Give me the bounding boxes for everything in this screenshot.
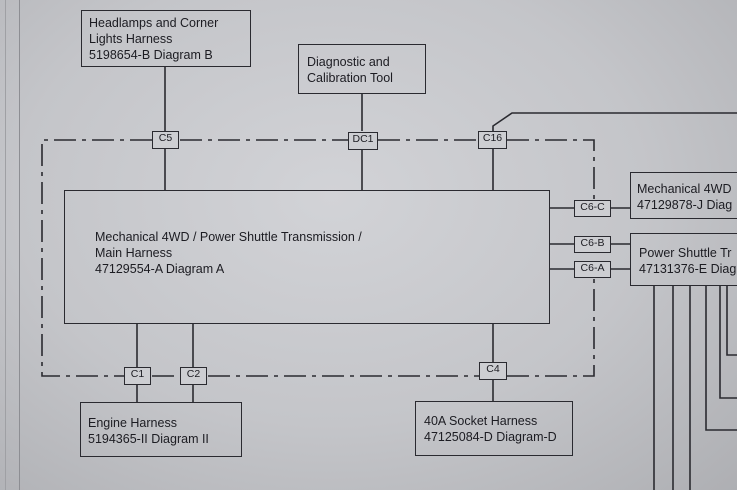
connector-c2: C2 xyxy=(180,367,207,385)
socket-harness-part: 47125084-D Diagram-D xyxy=(424,430,557,444)
main-harness-part: 47129554-A Diagram A xyxy=(95,262,225,276)
dash-dot-loop xyxy=(41,139,595,377)
engine-harness-name: Engine Harness xyxy=(88,416,177,430)
mechanical-4wd-harness-name: Mechanical 4WD xyxy=(637,182,732,196)
connector-dc1: DC1 xyxy=(348,132,378,150)
main-harness-name: Mechanical 4WD / Power Shuttle Transmiss… xyxy=(95,230,362,244)
diagnostic-tool-box: Diagnostic and Calibration Tool xyxy=(298,44,426,94)
diagnostic-tool-name-2: Calibration Tool xyxy=(307,71,393,85)
connector-c1: C1 xyxy=(124,367,151,385)
socket-harness-name: 40A Socket Harness xyxy=(424,414,538,428)
connector-c6-b: C6-B xyxy=(574,236,611,253)
connector-c5: C5 xyxy=(152,131,179,149)
page-margin-line-outer xyxy=(5,0,6,490)
mechanical-4wd-harness-box: Mechanical 4WD 47129878-J Diag xyxy=(630,172,737,219)
connector-c16: C16 xyxy=(478,131,507,149)
engine-harness-box: Engine Harness 5194365-II Diagram II xyxy=(80,402,242,457)
connector-c4: C4 xyxy=(479,362,507,380)
diagnostic-tool-name: Diagnostic and xyxy=(307,55,390,69)
main-harness-box: Mechanical 4WD / Power Shuttle Transmiss… xyxy=(64,190,550,324)
headlamps-harness-box: Headlamps and Corner Lights Harness 5198… xyxy=(81,10,251,67)
main-harness-name-2: Main Harness xyxy=(95,246,173,260)
mechanical-4wd-harness-part: 47129878-J Diag xyxy=(637,198,733,212)
headlamps-harness-part: 5198654-B Diagram B xyxy=(89,48,213,62)
power-shuttle-harness-name: Power Shuttle Tr xyxy=(639,246,732,260)
connector-c6-c: C6-C xyxy=(574,200,611,217)
loop-top-right xyxy=(507,139,595,200)
headlamps-harness-name: Headlamps and Corner xyxy=(89,16,219,30)
page-margin-line xyxy=(19,0,20,490)
socket-harness-box: 40A Socket Harness 47125084-D Diagram-D xyxy=(415,401,573,456)
headlamps-harness-name-2: Lights Harness xyxy=(89,32,173,46)
engine-harness-part: 5194365-II Diagram II xyxy=(88,432,209,446)
loop-left xyxy=(41,139,152,377)
connector-c6-a: C6-A xyxy=(574,261,611,278)
power-shuttle-harness-box: Power Shuttle Tr 47131376-E Diag xyxy=(630,233,737,286)
power-shuttle-harness-part: 47131376-E Diag xyxy=(639,262,737,276)
loop-bottom-right xyxy=(507,278,595,377)
